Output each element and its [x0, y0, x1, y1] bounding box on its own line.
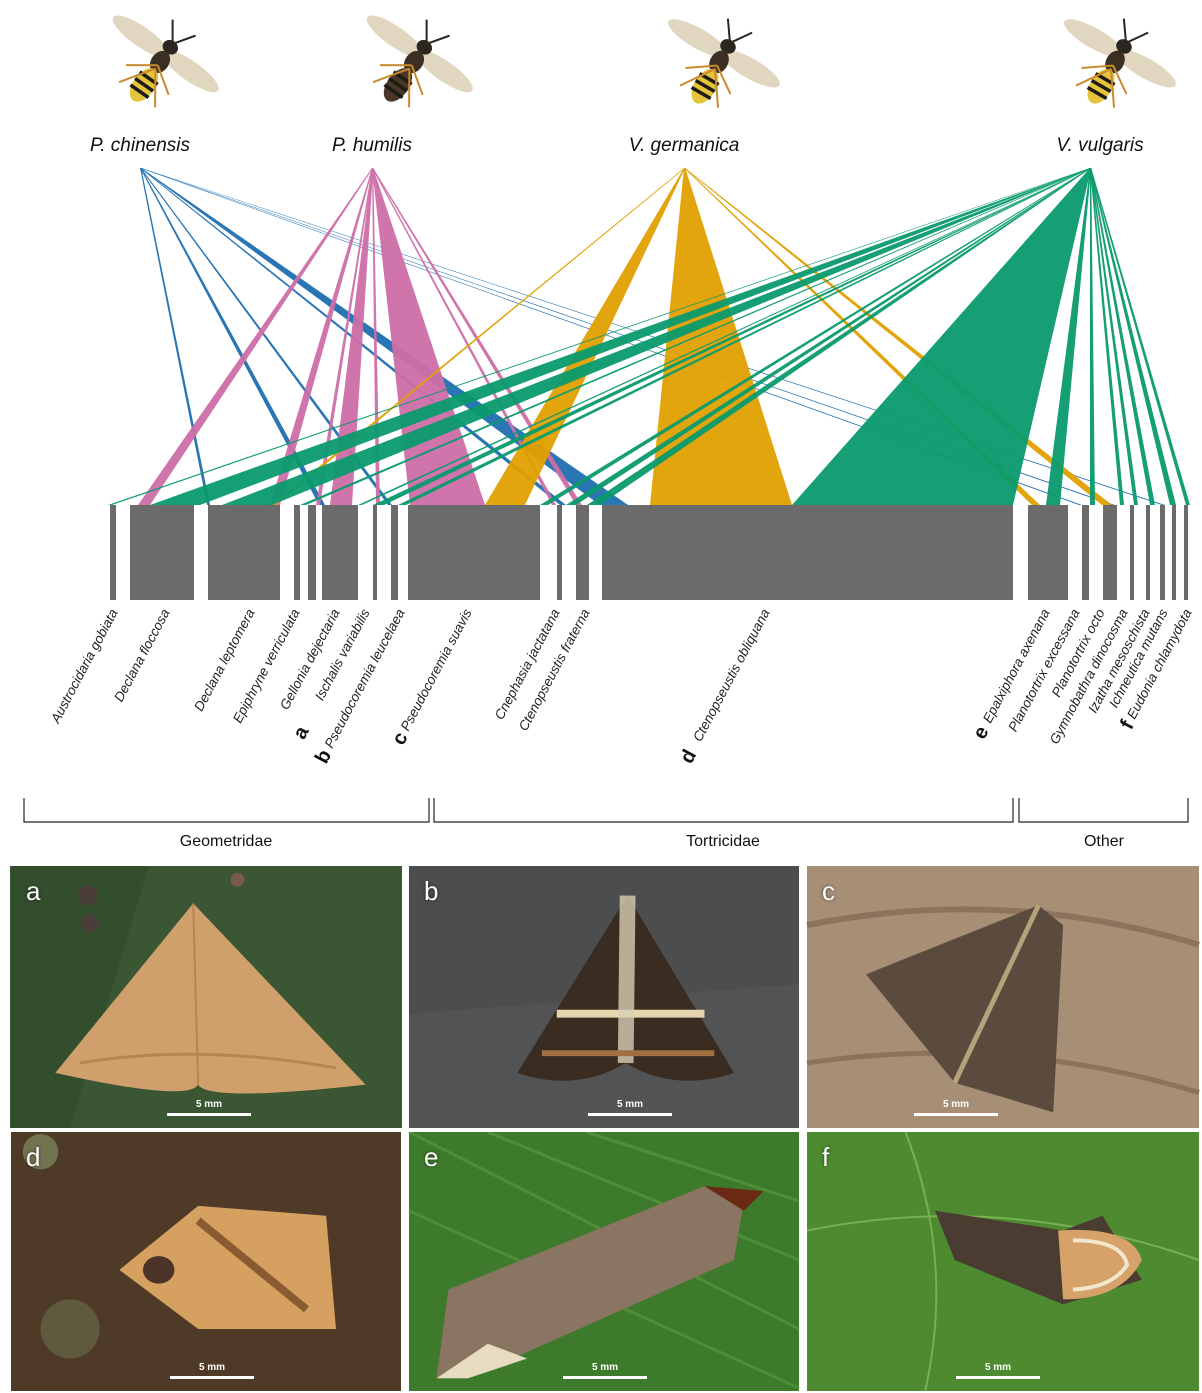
moth-photo-c: c 5 mm [804, 864, 1202, 1130]
moth-bar [576, 505, 589, 600]
family-label-tortricidae: Tortricidae [686, 833, 760, 850]
moth-photo-icon [408, 866, 800, 1128]
scale-bar-label: 5 mm [167, 1099, 251, 1110]
moth-bar [208, 505, 280, 600]
photo-label: f [822, 1142, 829, 1173]
moth-bar [308, 505, 316, 600]
scale-bar [956, 1376, 1040, 1379]
scale-bar-label: 5 mm [563, 1362, 647, 1373]
moth-photo-icon [806, 1132, 1200, 1391]
moth-bar [322, 505, 358, 600]
moth-bar [1130, 505, 1134, 600]
scale-bar-label: 5 mm [170, 1362, 254, 1373]
scale-bar [170, 1376, 254, 1379]
interaction-link [1090, 168, 1176, 505]
scale-bar [588, 1113, 672, 1116]
wasp-name-vg: V. germanica [629, 135, 740, 156]
moth-bar [1184, 505, 1188, 600]
wasp-images [81, 0, 1192, 137]
svg-text:Austrocidaria gobiata: Austrocidaria gobiata [47, 606, 120, 726]
wasp-polistes-icon [81, 0, 237, 137]
svg-text:Pseudocoremia suavis: Pseudocoremia suavis [398, 606, 475, 733]
moth-bar [408, 505, 540, 600]
moth-abundance-bars [110, 505, 1188, 600]
family-label-geometridae: Geometridae [180, 833, 273, 850]
interaction-link [1090, 168, 1095, 505]
photo-label: b [424, 876, 438, 907]
scale-bar [914, 1113, 998, 1116]
scale-bar-label: 5 mm [588, 1099, 672, 1110]
moth-photo-b: b 5 mm [406, 864, 802, 1130]
moth-bar [602, 505, 1013, 600]
wasp-name-pc: P. chinensis [90, 135, 190, 156]
scale-bar [167, 1113, 251, 1116]
scale-bar [563, 1376, 647, 1379]
family-brackets: Geometridae Tortricidae Other [24, 798, 1188, 850]
wasp-labels: P. chinensis P. humilis V. germanica V. vul… [90, 135, 1144, 156]
family-label-other: Other [1084, 833, 1125, 850]
photo-label: c [822, 876, 835, 907]
moth-bar [110, 505, 116, 600]
photo-label: a [26, 876, 40, 907]
wasp-vespula-icon [1036, 0, 1191, 135]
moth-photo-icon [10, 866, 402, 1128]
moth-photo-icon [10, 1132, 402, 1391]
photo-label: e [424, 1142, 438, 1173]
moth-bar [1160, 505, 1165, 600]
moth-label: Austrocidaria gobiata [47, 606, 120, 726]
moth-bar [557, 505, 562, 600]
moth-bar [294, 505, 300, 600]
wasp-name-vv: V. vulgaris [1056, 135, 1144, 156]
wasp-name-ph: P. humilis [332, 135, 412, 156]
svg-text:Ctenopseustis obliquana: Ctenopseustis obliquana [690, 606, 773, 744]
moth-letter-a: a [289, 722, 314, 743]
wasp-polistes-icon [335, 0, 491, 137]
moth-photo-icon [806, 866, 1200, 1128]
interaction-link [1090, 168, 1124, 505]
photo-label: d [26, 1142, 40, 1173]
moth-photo-d: d 5 mm [8, 1130, 404, 1393]
interaction-link [1090, 168, 1155, 505]
moth-bar [391, 505, 398, 600]
interaction-links [108, 168, 1190, 505]
scale-bar-label: 5 mm [914, 1099, 998, 1110]
moth-label: Declana floccosa [111, 606, 173, 704]
moth-bar [1103, 505, 1117, 600]
moth-photo-a: a 5 mm [8, 864, 404, 1130]
moth-bar [130, 505, 194, 600]
moth-photo-f: f 5 mm [804, 1130, 1202, 1393]
moth-bar [1082, 505, 1089, 600]
moth-label: Ctenopseustis obliquanad [676, 605, 776, 768]
scale-bar-label: 5 mm [956, 1362, 1040, 1373]
moth-bar [1172, 505, 1176, 600]
moth-photo-e: e 5 mm [406, 1130, 802, 1393]
bipartite-food-web: P. chinensis P. humilis V. germanica V. vul… [0, 0, 1202, 860]
moth-bar [1028, 505, 1068, 600]
moth-letter-e: e [969, 723, 994, 743]
moth-bar [1146, 505, 1150, 600]
moth-bar [373, 505, 377, 600]
wasp-vespula-icon [640, 0, 795, 135]
moth-photo-icon [408, 1132, 800, 1391]
svg-text:Declana floccosa: Declana floccosa [111, 606, 173, 704]
moth-letter-d: d [676, 746, 701, 767]
